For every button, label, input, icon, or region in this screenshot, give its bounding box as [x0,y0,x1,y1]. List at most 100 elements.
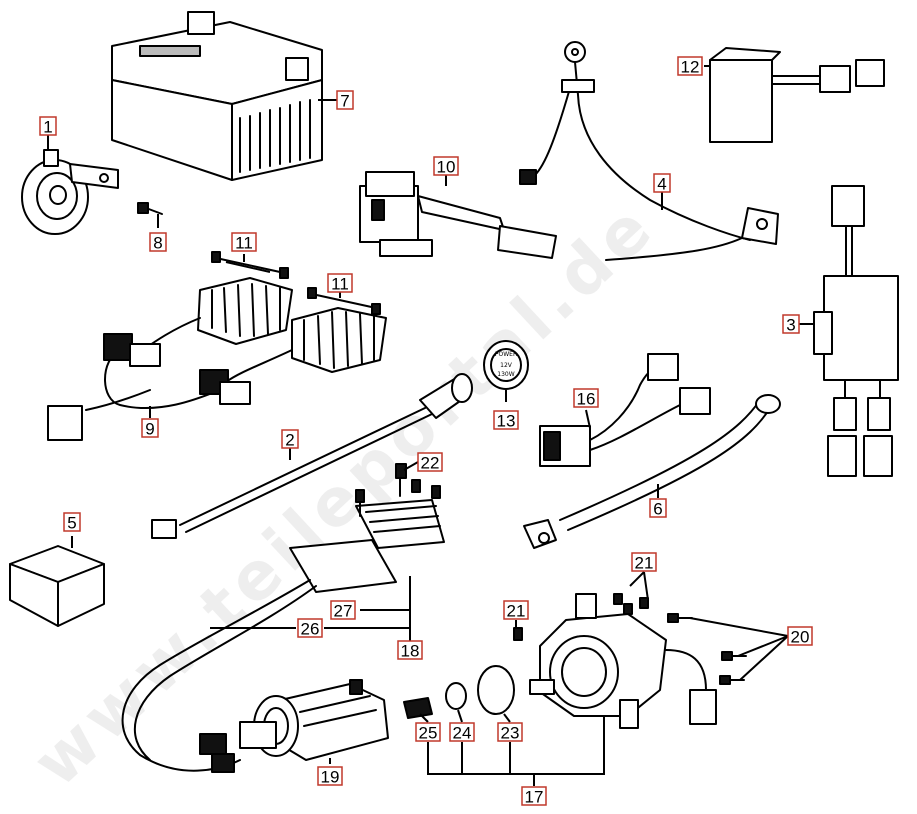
callout-c12: 12 [677,56,703,77]
callout-number: 24 [453,724,472,743]
callout-box [631,552,657,572]
battery-cable [519,41,779,261]
callout-number: 16 [577,390,596,409]
callout-c7: 7 [336,90,354,111]
callout-number: 18 [401,642,420,661]
regulator-right [291,307,387,373]
callout-box [493,410,519,430]
starter-relay [359,171,557,259]
callout-box [787,626,813,646]
cdi-unit [813,185,899,477]
callout-c16: 16 [573,388,599,409]
harness-bolts [355,463,441,517]
callout-box [503,600,529,620]
callout-c6: 6 [649,498,667,519]
callout-number: 13 [497,412,516,431]
callout-number: 11 [331,275,349,294]
callout-number: 1 [43,118,52,137]
callout-c5: 5 [63,512,81,533]
battery [111,11,323,181]
callout-c21b: 21 [503,600,529,621]
callout-box [39,116,57,136]
callout-number: 10 [437,158,456,177]
callout-number: 7 [340,92,349,111]
callout-box [497,722,523,742]
callout-c22: 22 [417,452,443,473]
callout-box [336,90,354,110]
callout-box [281,429,299,449]
callout-box [297,618,323,638]
callout-number: 23 [501,724,520,743]
callout-box [573,388,599,408]
cdi-box [9,545,105,627]
power-text-line2: 12V [500,362,513,369]
callout-box [677,56,703,76]
callout-c1: 1 [39,116,57,137]
callout-c27: 27 [330,600,356,621]
callout-c2: 2 [281,429,299,450]
callout-c13: 13 [493,410,519,431]
callout-c24: 24 [449,722,475,743]
callout-c17: 17 [521,786,547,807]
callout-number: 19 [321,768,340,787]
callout-number: 6 [653,500,662,519]
screws-21 [513,593,649,641]
callout-c9: 9 [141,418,159,439]
main-wiring-harness [121,499,445,773]
callout-box [417,452,443,472]
regulator-left [197,277,293,345]
callout-number: 25 [419,724,438,743]
callout-number: 5 [67,514,76,533]
callout-number: 2 [285,431,294,450]
callout-c25: 25 [415,722,441,743]
callout-box [649,498,667,518]
callout-box [63,512,81,532]
callout-c20: 20 [787,626,813,647]
callout-box [449,722,475,742]
callout-c26: 26 [297,618,323,639]
regulator-harness [47,317,293,441]
callout-number: 9 [145,420,154,439]
callout-c10: 10 [433,156,459,177]
callout-c19: 19 [317,766,343,787]
callout-box [782,314,800,334]
horn-bolt [137,202,163,215]
callout-number: 22 [421,454,440,473]
callout-number: 17 [525,788,544,807]
callout-c23: 23 [497,722,523,743]
callout-box [397,640,423,660]
callout-c21a: 21 [631,552,657,573]
callout-number: 8 [153,234,162,253]
callout-number: 11 [235,234,253,253]
callout-box [433,156,459,176]
callout-number: 4 [657,175,666,194]
power-text-line1: POWER [495,351,517,358]
callout-number: 3 [786,316,795,335]
screws-20 [667,613,747,685]
callout-number: 20 [791,628,810,647]
callout-box [231,232,257,252]
callout-c8: 8 [149,232,167,253]
callout-box [141,418,159,438]
callout-box [415,722,441,742]
starter-motor [239,679,389,761]
washer [445,682,467,710]
regulator-screws [211,251,381,315]
callout-number: 26 [301,620,320,639]
gasket [403,697,433,719]
leader-lines [47,65,814,786]
power-text-line3: 130W [497,371,514,378]
callout-c11a: 11 [231,232,257,253]
callout-c4: 4 [653,173,671,194]
ground-cable [523,394,781,549]
switch-harness [539,353,711,467]
callout-c3: 3 [782,314,800,335]
callout-box [521,786,547,806]
callout-number: 12 [681,58,700,77]
horn [21,149,119,235]
power-socket: POWER 12V 130W [483,340,529,390]
callout-c18: 18 [397,640,423,661]
callout-number: 21 [635,554,654,573]
callout-labels: 1234567891011111213161718192021212223242… [39,56,813,807]
